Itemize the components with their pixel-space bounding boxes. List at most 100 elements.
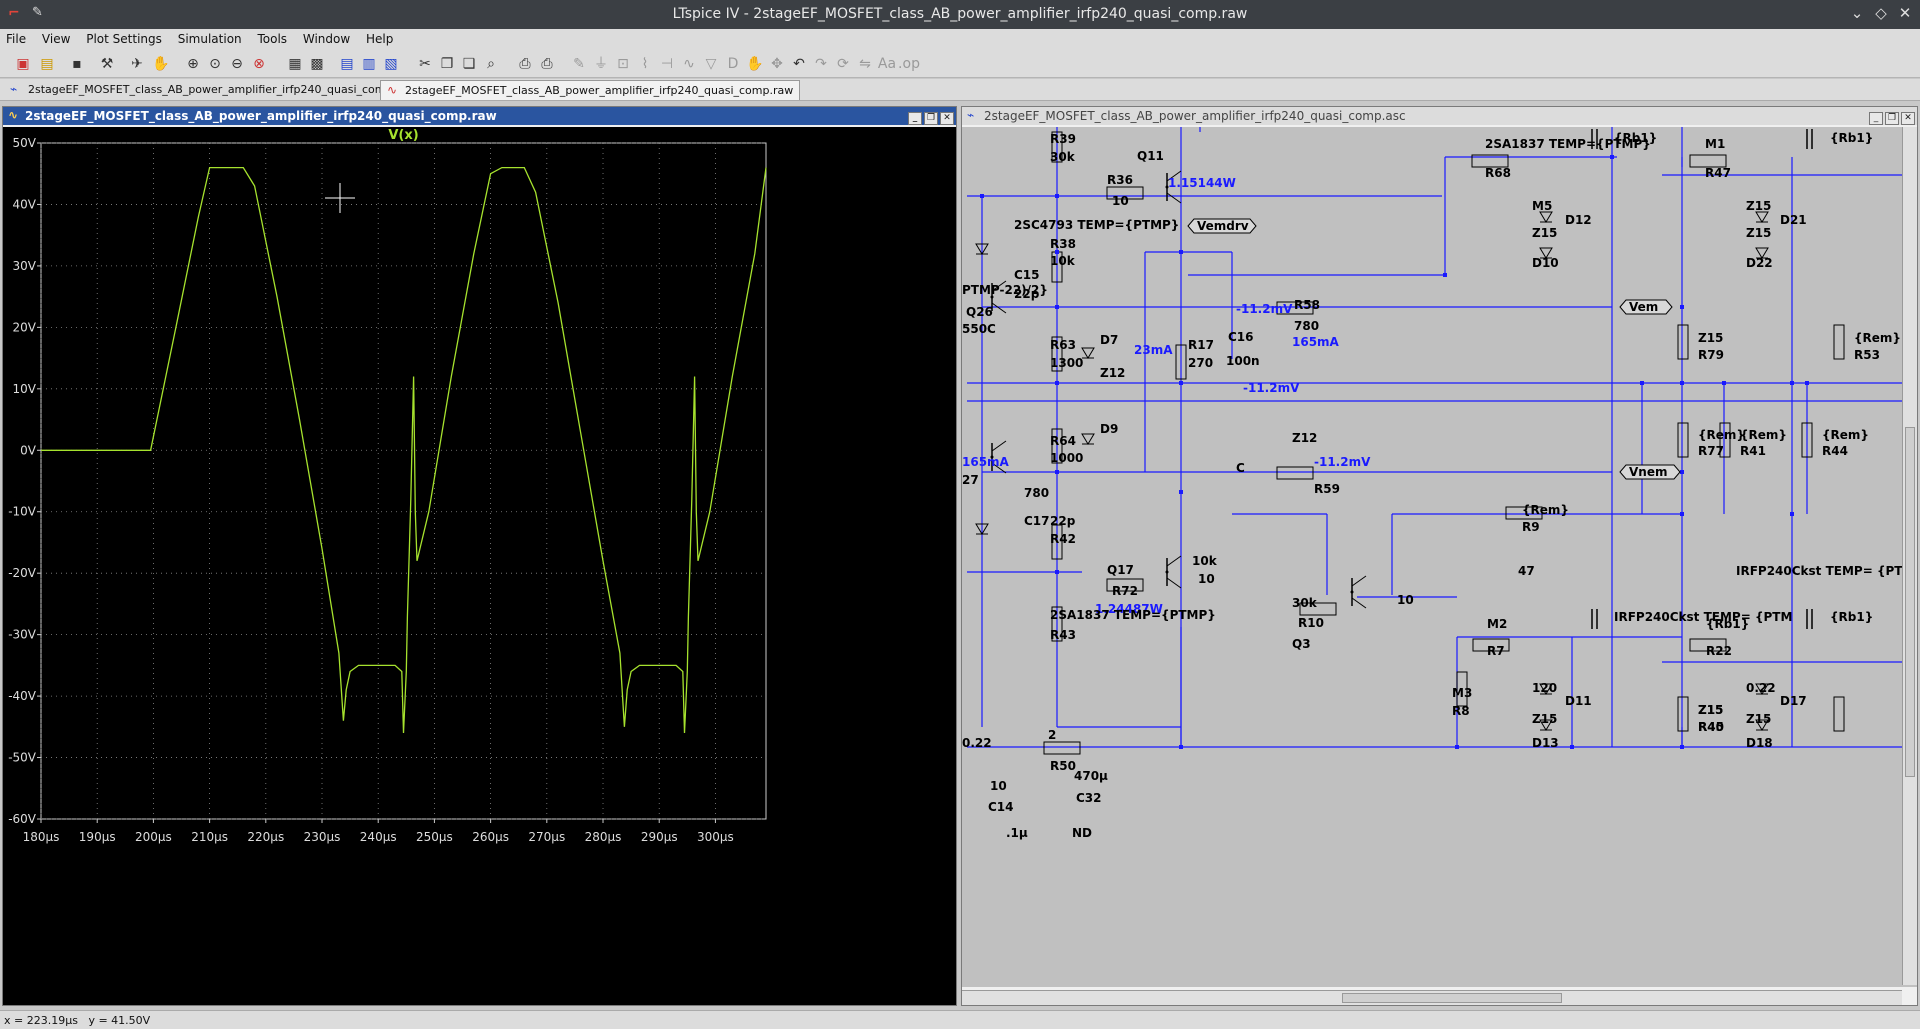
component-label[interactable]: ND <box>1072 826 1092 840</box>
trace-v-x[interactable] <box>41 166 767 734</box>
component-label[interactable]: M1 <box>1705 137 1725 151</box>
component-label[interactable]: R22 <box>1706 644 1732 658</box>
text-icon[interactable]: Aa <box>877 56 897 72</box>
print-icon[interactable]: ⎙ <box>541 56 553 72</box>
find-icon[interactable]: ⌕ <box>487 56 495 72</box>
component-label[interactable]: Z15 <box>1532 712 1557 726</box>
minimize-button[interactable]: ⌄ <box>1850 4 1864 22</box>
component-label[interactable]: D13 <box>1532 736 1559 750</box>
component-label[interactable]: 550C <box>962 322 996 336</box>
resistor-symbol[interactable] <box>1051 428 1063 464</box>
component-label[interactable]: ND <box>962 127 982 130</box>
resistor-symbol[interactable] <box>1051 524 1063 560</box>
print-preview-icon[interactable]: ⎙ <box>519 56 531 72</box>
component-label[interactable]: 1000 <box>1050 451 1083 465</box>
component-label[interactable]: {Rb1} <box>1830 610 1873 624</box>
component-label[interactable]: R77 <box>1698 444 1724 458</box>
component-label[interactable]: Z15 <box>1698 331 1723 345</box>
open-icon[interactable]: ▤ <box>40 56 54 72</box>
component-label[interactable]: {Rb1} <box>1614 131 1657 145</box>
grid-icon[interactable]: ▩ <box>310 56 324 72</box>
resistor-symbol[interactable] <box>1051 606 1063 642</box>
component-label[interactable]: 10 <box>1198 572 1215 586</box>
component-label[interactable]: Z12 <box>1100 366 1125 380</box>
menu-file[interactable]: File <box>6 32 27 46</box>
component-label[interactable]: Z15 <box>1746 226 1771 240</box>
component-label[interactable]: IRFP240Ckst TEMP= {PTM <box>1614 610 1792 624</box>
waveform-minimize-button[interactable]: _ <box>908 112 922 125</box>
component-label[interactable]: 30k <box>1050 150 1076 164</box>
resistor-symbol[interactable] <box>1175 344 1187 380</box>
menu-view[interactable]: View <box>41 32 71 46</box>
component-label[interactable]: D11 <box>1565 694 1592 708</box>
component-label[interactable]: 0.22 <box>1746 681 1776 695</box>
inductor-icon[interactable]: ∿ <box>683 56 695 72</box>
diode-icon[interactable]: ▽ <box>705 56 717 72</box>
component-label[interactable]: 165mA <box>1292 335 1340 349</box>
component-label[interactable]: R53 <box>1854 348 1880 362</box>
schematic-window-header[interactable]: ⌁ 2stageEF_MOSFET_class_AB_power_amplifi… <box>962 107 1917 125</box>
component-label[interactable]: D22 <box>1746 256 1773 270</box>
resistor-symbol[interactable] <box>1689 638 1727 652</box>
cascade-icon[interactable]: ▧ <box>384 56 398 72</box>
component-label[interactable]: {Rb1} <box>1706 617 1749 631</box>
component-label[interactable]: R59 <box>1314 482 1340 496</box>
tile-horizontal-icon[interactable]: ▤ <box>340 56 354 72</box>
horizontal-scroll-thumb[interactable] <box>1342 993 1562 1003</box>
resistor-symbol[interactable] <box>1677 696 1689 732</box>
drag-icon[interactable]: ✥ <box>771 56 783 72</box>
component-label[interactable]: 47 <box>1518 564 1535 578</box>
component-label[interactable]: R50 <box>1050 759 1076 773</box>
component-label[interactable]: 2SA1837 TEMP={PTMP} <box>1050 608 1216 622</box>
component-label[interactable]: {Rem} <box>1854 331 1901 345</box>
component-label[interactable]: R58 <box>1294 298 1320 312</box>
label-net-icon[interactable]: ⊡ <box>617 56 629 72</box>
cut-icon[interactable]: ✂ <box>419 56 431 72</box>
tab-schematic[interactable]: ⌁ 2stageEF_MOSFET_class_AB_power_amplifi… <box>4 80 421 100</box>
component-icon[interactable]: D <box>727 56 739 72</box>
menu-plot-settings[interactable]: Plot Settings <box>86 32 162 46</box>
menu-help[interactable]: Help <box>366 32 394 46</box>
zoom-in-icon[interactable]: ⊕ <box>187 56 199 72</box>
component-label[interactable]: D9 <box>1100 422 1118 436</box>
schematic-vertical-scrollbar[interactable] <box>1902 127 1917 985</box>
component-label[interactable]: C32 <box>1076 791 1102 805</box>
component-label[interactable]: {Rem} <box>1698 428 1745 442</box>
new-schematic-icon[interactable]: ▣ <box>16 56 30 72</box>
component-label[interactable]: R38 <box>1050 237 1076 251</box>
component-label[interactable]: Z15 <box>1746 712 1771 726</box>
component-label[interactable]: R40 <box>1698 720 1724 734</box>
menu-tools[interactable]: Tools <box>257 32 288 46</box>
component-label[interactable]: R43 <box>1050 628 1076 642</box>
component-label[interactable]: 22p <box>1050 514 1076 528</box>
component-label[interactable]: -11.2mV <box>1243 381 1300 395</box>
menu-simulation[interactable]: Simulation <box>177 32 242 46</box>
undo-icon[interactable]: ↶ <box>793 56 805 72</box>
zoom-out-icon[interactable]: ⊖ <box>231 56 243 72</box>
control-panel-icon[interactable]: ⚒ <box>100 56 114 72</box>
waveform-window[interactable]: ∿ 2stageEF_MOSFET_class_AB_power_amplifi… <box>2 106 957 1006</box>
component-label[interactable]: R79 <box>1698 348 1724 362</box>
component-label[interactable]: {Rem} <box>1740 428 1787 442</box>
resistor-symbol[interactable] <box>1471 154 1509 168</box>
component-label[interactable]: 2 <box>1048 728 1056 742</box>
component-label[interactable]: R41 <box>1740 444 1766 458</box>
schematic-minimize-button[interactable]: _ <box>1869 112 1883 125</box>
component-label[interactable]: Z12 <box>1292 431 1317 445</box>
component-label[interactable]: Z15 <box>1746 199 1771 213</box>
component-label[interactable]: Z15 <box>1698 703 1723 717</box>
resistor-symbol[interactable] <box>1456 671 1468 707</box>
diode-symbol[interactable] <box>1539 719 1553 731</box>
component-label[interactable]: C15 <box>1014 268 1040 282</box>
net-label-flag[interactable] <box>1187 218 1257 234</box>
net-label[interactable]: Vem <box>1629 300 1658 314</box>
component-label[interactable]: D7 <box>1100 333 1118 347</box>
diode-symbol[interactable] <box>975 523 989 535</box>
schematic-horizontal-scrollbar[interactable] <box>962 990 1902 1005</box>
resistor-symbol[interactable] <box>1043 741 1081 755</box>
component-label[interactable]: Z15 <box>1532 226 1557 240</box>
component-label[interactable]: 23mA <box>1134 343 1173 357</box>
